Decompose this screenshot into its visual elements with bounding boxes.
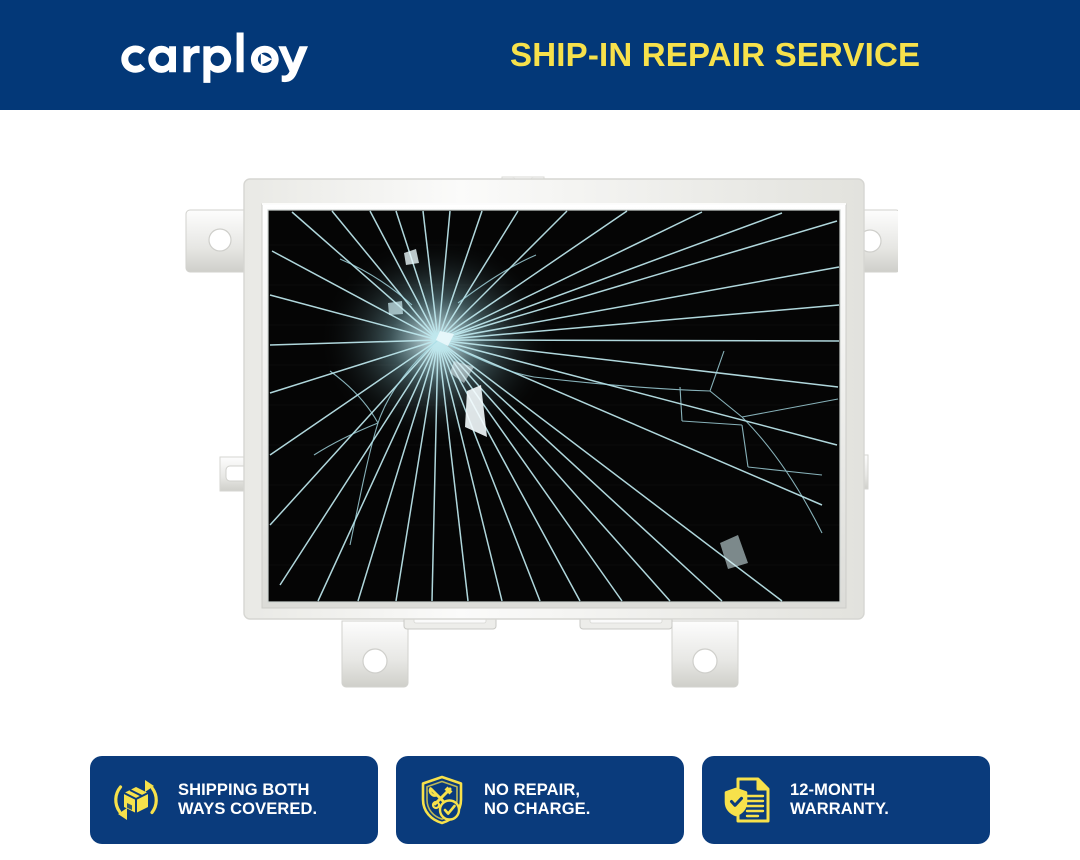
play-triangle-icon xyxy=(260,53,273,66)
shield-tools-check-icon xyxy=(414,772,470,828)
badge-norepair-label: NO REPAIR, NO CHARGE. xyxy=(484,781,590,820)
carploy-logo-svg xyxy=(121,32,308,83)
badge-no-repair-no-charge[interactable]: NO REPAIR, NO CHARGE. xyxy=(396,756,684,844)
badge-warranty-label: 12-MONTH WARRANTY. xyxy=(790,781,889,820)
brand-logo[interactable]: carploy xyxy=(110,27,310,83)
shipping-box-arrows-icon xyxy=(108,772,164,828)
badge-shipping-line1: SHIPPING BOTH xyxy=(178,780,310,799)
badge-shipping-both-ways[interactable]: SHIPPING BOTH WAYS COVERED. xyxy=(90,756,378,844)
header-bar: carploy SHIP-IN REPAIR SERVICE xyxy=(0,0,1080,110)
header-title: SHIP-IN REPAIR SERVICE xyxy=(510,36,921,73)
product-image-stage xyxy=(0,110,1080,740)
badge-warranty-line2: WARRANTY. xyxy=(790,800,889,818)
badge-norepair-line1: NO REPAIR, xyxy=(484,780,581,799)
badge-12-month-warranty[interactable]: 12-MONTH WARRANTY. xyxy=(702,756,990,844)
badge-norepair-line2: NO CHARGE. xyxy=(484,800,591,818)
cracked-lcd-display-svg xyxy=(185,176,898,688)
guarantee-badge-bar: SHIPPING BOTH WAYS COVERED. xyxy=(0,740,1080,860)
badge-shipping-line2: WAYS COVERED. xyxy=(178,800,318,818)
document-shield-check-icon xyxy=(720,772,776,828)
badge-warranty-line1: 12-MONTH xyxy=(790,780,876,799)
product-photo[interactable] xyxy=(182,155,898,695)
badge-shipping-label: SHIPPING BOTH WAYS COVERED. xyxy=(178,781,317,820)
